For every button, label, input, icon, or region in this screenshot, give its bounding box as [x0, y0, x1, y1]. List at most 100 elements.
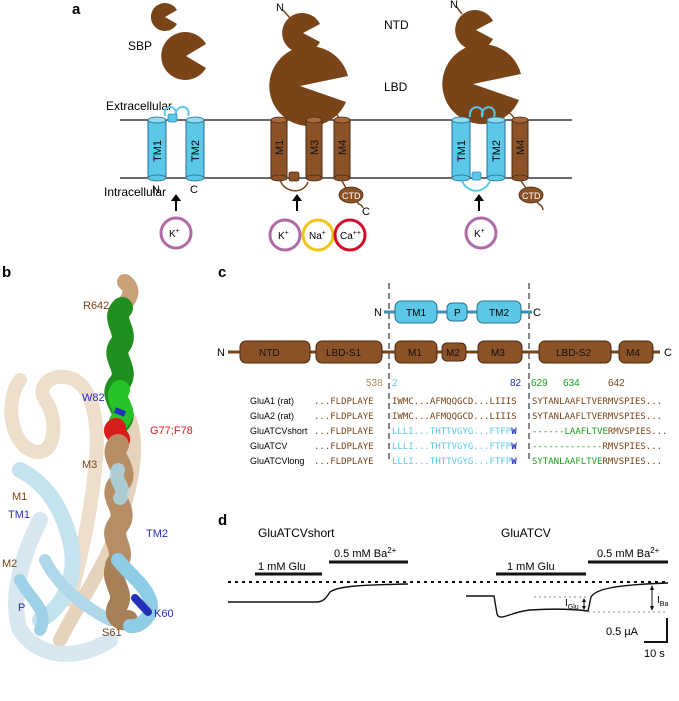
row-seg1: ...FLDPLAYE	[314, 427, 374, 437]
left-tm1-label: TM1	[152, 140, 164, 162]
right-tm1-label: TM1	[456, 140, 468, 162]
row-name: GluA1 (rat)	[250, 396, 294, 406]
left-c-label: C	[190, 184, 198, 196]
panel-label-b: b	[2, 264, 11, 281]
row-name: GluATCVlong	[250, 456, 304, 466]
scale-time-label: 10 s	[644, 648, 665, 660]
right-ctd-label: CTD	[522, 191, 541, 201]
i-glu-arrow-icon	[582, 598, 586, 610]
label-m1: M1	[12, 491, 27, 503]
left-tm2-label: TM2	[190, 140, 202, 162]
row-seg3: ------LAAFLTVERMVSPIES...	[532, 427, 667, 437]
label-p: P	[18, 602, 25, 614]
right-m4-label: M4	[515, 140, 527, 155]
row-seg2: LLLI...THTTVGYG...FTFPW	[392, 442, 517, 452]
residue-538: 538	[366, 378, 383, 389]
glua-c-label: C	[664, 347, 672, 359]
panel-label-d: d	[218, 512, 227, 529]
label-k60: K60	[154, 608, 174, 620]
right-glu-label: 1 mM Glu	[507, 561, 555, 573]
d-left-title: GluATCVshort	[258, 526, 335, 540]
label-r642: R642	[83, 300, 109, 312]
residue-629: 629	[531, 378, 548, 389]
right-n-label: N	[450, 0, 458, 11]
d-right-title: GluATCV	[501, 526, 551, 540]
right-k-ion	[464, 216, 498, 250]
glua-domain-bar	[228, 340, 660, 364]
mid-m1-label: M1	[274, 140, 286, 155]
right-current-trace	[466, 582, 669, 618]
mid-c-label: C	[362, 206, 370, 218]
right-k-label: K+	[474, 228, 485, 240]
na-ion	[301, 218, 335, 252]
ca-label: Ca++	[340, 230, 361, 242]
panel-label-c: c	[218, 264, 226, 281]
extracellular-label: Extracellular	[106, 99, 172, 113]
row-seg3: -------------RMVSPIES...	[532, 442, 662, 452]
i-ba-label: IBa	[657, 595, 668, 608]
chimera-receptor	[442, 5, 544, 211]
mid-up-arrow-icon	[292, 194, 302, 211]
left-glu-label: 1 mM Glu	[258, 561, 306, 573]
scale-current-label: 0.5 µA	[606, 626, 639, 638]
row-seg2: LLLI...THTTVGYG...FTFPW	[392, 427, 517, 437]
row-name: GluATCVshort	[250, 426, 308, 436]
glua-receptor	[269, 9, 364, 209]
lbd-label: LBD	[384, 80, 408, 94]
residue-634: 634	[563, 378, 580, 389]
kcv-domain-bar	[384, 300, 532, 324]
left-n-label: N	[152, 184, 160, 196]
alignment-table: GluA1 (rat) ...FLDPLAYE IWMC...AFMQQGCD.…	[250, 396, 667, 467]
residue-642: 642	[608, 378, 625, 389]
glua-ntd-label: NTD	[259, 348, 280, 359]
row-name: GluATCV	[250, 441, 287, 451]
k-channel-left	[147, 106, 205, 182]
kcv-tm2-label: TM2	[489, 308, 509, 319]
label-m3: M3	[82, 459, 97, 471]
glua-m1-label: M1	[408, 348, 422, 359]
row-seg3: SYTANLAAFLTVERMVSPIES...	[532, 412, 662, 422]
glua-m2-label: M2	[446, 348, 460, 359]
left-current-trace	[228, 583, 409, 603]
row-seg2: IWMC...AFMQQGCD...LIIIS	[392, 412, 517, 422]
mid-k-label: K+	[278, 230, 289, 242]
row-seg1: ...FLDPLAYE	[314, 412, 374, 422]
kcv-p-label: P	[454, 308, 461, 319]
i-glu-label: IGlu	[565, 598, 579, 611]
label-tm1: TM1	[8, 509, 30, 521]
left-k-label: K+	[169, 228, 180, 240]
row-seg2: IWMC...AFMQQGCD...LIIIS	[392, 397, 517, 407]
i-ba-arrow-icon	[650, 585, 654, 611]
kcv-tm1-label: TM1	[406, 308, 426, 319]
panel-label-a: a	[72, 1, 81, 18]
glua-n-label: N	[217, 347, 225, 359]
sbp-label: SBP	[128, 39, 152, 53]
label-m2: M2	[2, 558, 17, 570]
glua-lbd-s2-label: LBD-S2	[556, 348, 591, 359]
protein-structure	[4, 274, 158, 662]
mid-ctd-label: CTD	[342, 191, 361, 201]
right-up-arrow-icon	[474, 194, 484, 211]
label-w82: W82	[82, 392, 105, 404]
label-s61: S61	[102, 627, 122, 639]
row-seg3: SYTANLAAFLTVERMVSPIES...	[532, 457, 662, 467]
ntd-label: NTD	[384, 18, 409, 32]
row-seg1: ...FLDPLAYE	[314, 397, 374, 407]
row-name: GluA2 (rat)	[250, 411, 294, 421]
glua-m3-label: M3	[491, 348, 505, 359]
residue-2: 2	[392, 378, 398, 389]
label-tm2: TM2	[146, 528, 168, 540]
residue-82: 82	[510, 378, 522, 389]
na-label: Na+	[309, 230, 326, 242]
right-tm2-label: TM2	[491, 140, 503, 162]
left-k-ion	[159, 216, 193, 250]
left-ba-label: 0.5 mM Ba2+	[334, 546, 397, 560]
mid-n-label: N	[276, 2, 284, 14]
ca-ion	[333, 218, 367, 252]
intracellular-label: Intracellular	[104, 185, 166, 199]
row-seg1: ...FLDPLAYE	[314, 457, 374, 467]
mid-m4-label: M4	[337, 140, 349, 155]
label-g77-f78: G77;F78	[150, 425, 193, 437]
sbp-large-shape	[161, 32, 206, 81]
